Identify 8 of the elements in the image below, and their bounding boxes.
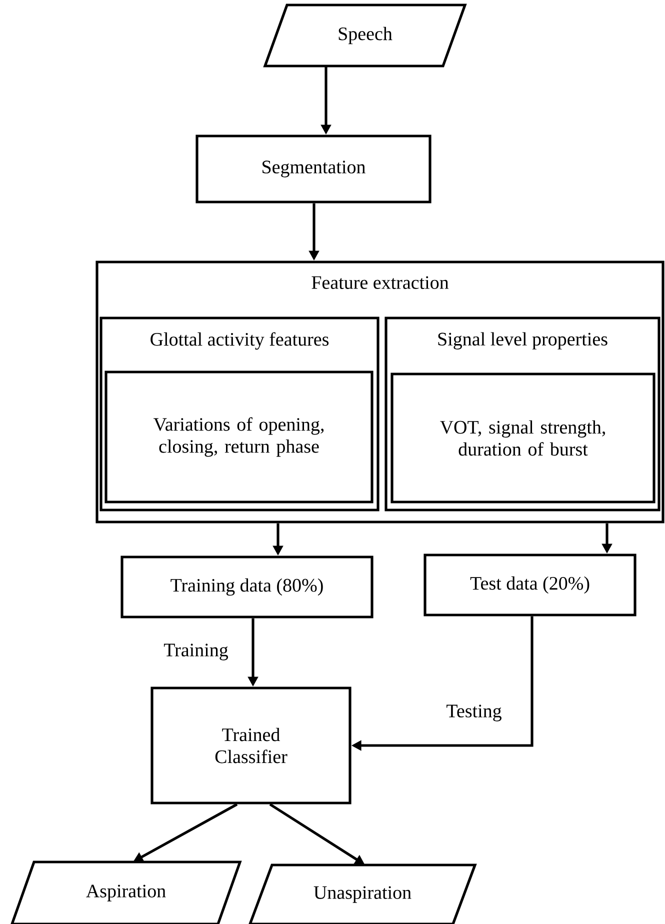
edge-label: Training [162, 642, 230, 662]
process-box: Variations of opening, closing, return phase [104, 370, 374, 504]
process-box: Test data (20%) [424, 554, 636, 616]
process-box: VOT, signal strength, duration of burst [390, 372, 656, 504]
process-box: Trained Classifier [150, 686, 352, 804]
process-box: Training data (80%) [120, 556, 374, 618]
edge-label: Testing [445, 704, 503, 722]
process-box: Segmentation [196, 134, 432, 204]
